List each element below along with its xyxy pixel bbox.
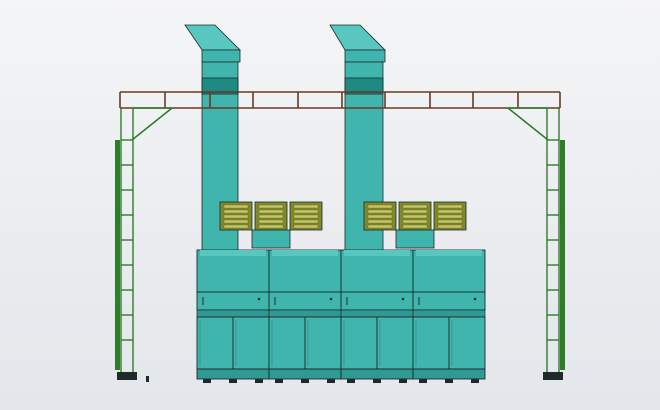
column-base-right	[543, 372, 563, 380]
booth-module-4-latch	[473, 297, 477, 301]
booth-module-1-door-2	[232, 316, 270, 370]
booth-module-4-base	[412, 368, 486, 380]
booth-module-2	[268, 249, 342, 383]
ladder-column-right	[546, 108, 565, 378]
left-filter-panel-3	[289, 201, 323, 231]
ladder-column-left	[115, 108, 134, 378]
filter-group-left	[219, 201, 323, 249]
left-filter-neck	[251, 229, 291, 249]
booth-module-1	[196, 249, 270, 383]
booth-module-4	[412, 249, 486, 383]
booth-module-3-door-1	[340, 316, 378, 370]
booth-module-1-latch	[257, 297, 261, 301]
booth-module-4-door-1	[412, 316, 450, 370]
booth-module-2-door-2	[304, 316, 342, 370]
duct-band-left	[201, 77, 239, 95]
top-truss	[119, 91, 561, 109]
booth-body	[196, 249, 486, 383]
duct-band-right	[344, 77, 384, 95]
filter-group-right	[363, 201, 467, 249]
left-filter-panel-1	[219, 201, 253, 231]
booth-module-1-door-1	[196, 316, 234, 370]
corner-braces	[131, 107, 549, 141]
booth-module-2-latch	[329, 297, 333, 301]
booth-module-3-door-2	[376, 316, 414, 370]
column-base-left	[117, 372, 149, 382]
booth-module-2-door-1	[268, 316, 306, 370]
booth-module-3-latch	[401, 297, 405, 301]
right-filter-panel-1	[363, 201, 397, 231]
booth-module-4-door-2	[448, 316, 486, 370]
right-filter-neck	[395, 229, 435, 249]
booth-module-3-base	[340, 368, 414, 380]
left-filter-panel-2	[254, 201, 288, 231]
booth-module-2-base	[268, 368, 342, 380]
right-filter-panel-3	[433, 201, 467, 231]
booth-module-3	[340, 249, 414, 383]
right-filter-panel-2	[398, 201, 432, 231]
booth-module-1-base	[196, 368, 270, 380]
